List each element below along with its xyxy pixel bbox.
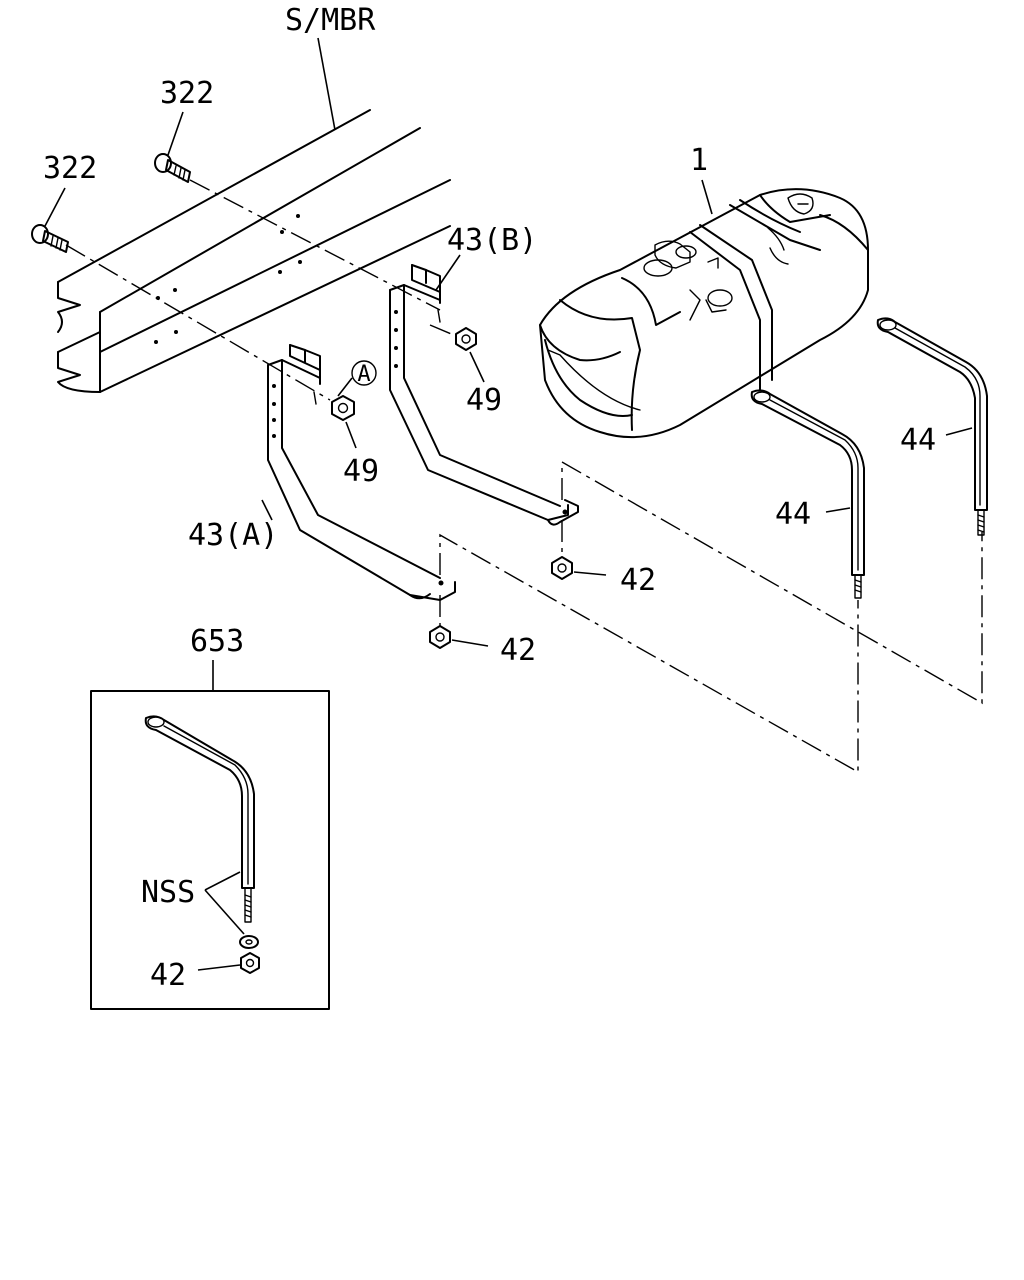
strap-44-right: [876, 317, 988, 536]
label-tank: 1: [690, 143, 708, 178]
leader-nut-49-b: [469, 351, 485, 383]
leader-bracket-a: [261, 499, 273, 521]
centerline-bolt-lower: [65, 244, 331, 401]
leader-bolt-lower: [44, 187, 66, 227]
centerline-b-to-strap: [561, 460, 983, 705]
label-nut-49-a: 49: [343, 454, 379, 489]
leader-bracket-b: [435, 254, 461, 291]
bracket-43a: [267, 344, 456, 601]
label-strap-44-right: 44: [900, 423, 936, 458]
reference-mark-a-text: A: [357, 362, 370, 387]
leader-strap-right: [945, 427, 973, 436]
leader-tank: [701, 179, 713, 215]
bolt-322-lower: [31, 224, 69, 253]
leader-strap-left: [825, 507, 851, 513]
label-kit-nut-42: 42: [150, 958, 186, 993]
label-strap-44-left: 44: [775, 497, 811, 532]
label-bolt-322-upper: 322: [160, 76, 214, 111]
leader-nut-42-b: [573, 571, 607, 576]
reference-mark-a: A: [337, 360, 377, 397]
label-kit-nss: NSS: [141, 875, 195, 910]
leader-nut-49-a: [345, 421, 357, 449]
label-nut-42-b: 42: [620, 563, 656, 598]
kit-653-box: [90, 660, 330, 1010]
centerline-bolt-upper: [189, 179, 441, 311]
fuel-tank: [539, 188, 869, 439]
leader-bolt-upper: [167, 111, 184, 156]
label-kit-653: 653: [190, 624, 244, 659]
label-nut-42-a: 42: [500, 633, 536, 668]
nut-42-b: [551, 556, 573, 580]
bolt-322-upper: [154, 153, 191, 183]
nut-42-a: [429, 625, 451, 649]
bracket-43b: [389, 264, 579, 526]
leader-nut-42-a: [451, 639, 489, 647]
leader-frame: [317, 37, 336, 131]
label-bolt-322-lower: 322: [43, 151, 97, 186]
label-bracket-43a: 43(A): [188, 518, 278, 553]
label-frame: S/MBR: [285, 3, 376, 38]
nut-49-b: [455, 327, 477, 351]
centerline-nut-49-b: [429, 324, 457, 337]
label-nut-49-b: 49: [466, 383, 502, 418]
frame-side-member: [57, 109, 451, 393]
nut-49-a: [331, 395, 355, 421]
strap-44-left: [750, 389, 865, 599]
centerline-a-to-strap: [439, 533, 859, 774]
label-bracket-43b: 43(B): [447, 223, 537, 258]
